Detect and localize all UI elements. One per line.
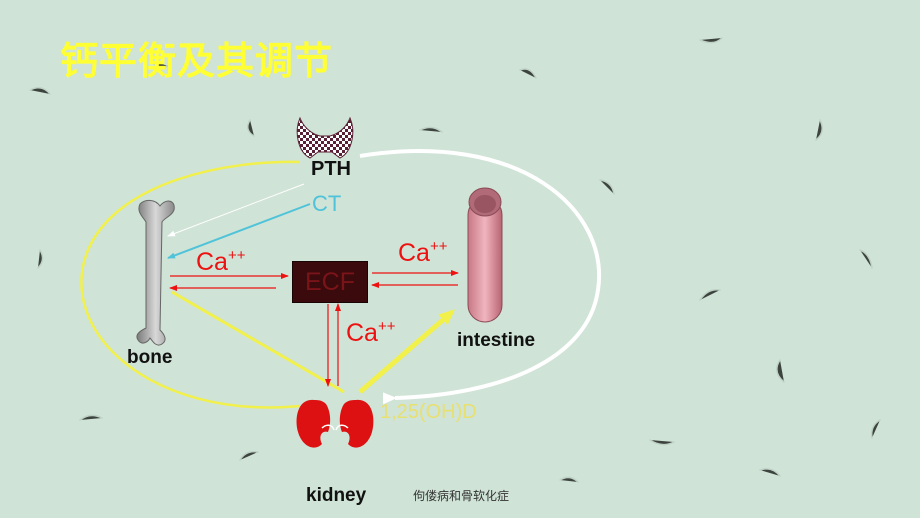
bone-icon: [136, 199, 175, 346]
vitd-to-intestine-arrow: [358, 309, 456, 394]
ca-label-right: Ca++: [398, 238, 448, 268]
ct-label: CT: [312, 191, 342, 216]
footer-caption: 佝偻病和骨软化症: [413, 489, 510, 503]
ca-text: Ca: [398, 239, 430, 267]
thyroid-icon: [296, 116, 354, 159]
bone-label: bone: [127, 347, 173, 368]
ecf-box: ECF: [292, 261, 368, 303]
pth-label: PTH: [311, 158, 351, 180]
vitamin-d-label: 1,25(OH)D: [380, 401, 477, 423]
intestine-label: intestine: [457, 330, 536, 351]
ca-text: Ca: [346, 319, 378, 347]
slide-title: 钙平衡及其调节: [60, 39, 334, 83]
ca-charge: ++: [377, 318, 396, 335]
ecf-label: ECF: [305, 267, 355, 296]
vitd-to-bone-arrow: [171, 290, 345, 394]
pth-to-bone-arrow: [167, 183, 305, 237]
ca-label-mid: Ca++: [346, 318, 396, 348]
ct-arrow: [167, 203, 311, 259]
pth-loop-arrow: [359, 149, 602, 405]
intestine-icon: [467, 187, 503, 323]
kidney-label: kidney: [306, 485, 367, 506]
vitd-loop-left: [80, 160, 301, 409]
ca-charge: ++: [227, 247, 246, 264]
ca-label-left: Ca++: [196, 247, 246, 277]
ca-text: Ca: [196, 248, 228, 276]
ca-charge: ++: [429, 238, 448, 255]
kidney-icon: [296, 399, 374, 448]
